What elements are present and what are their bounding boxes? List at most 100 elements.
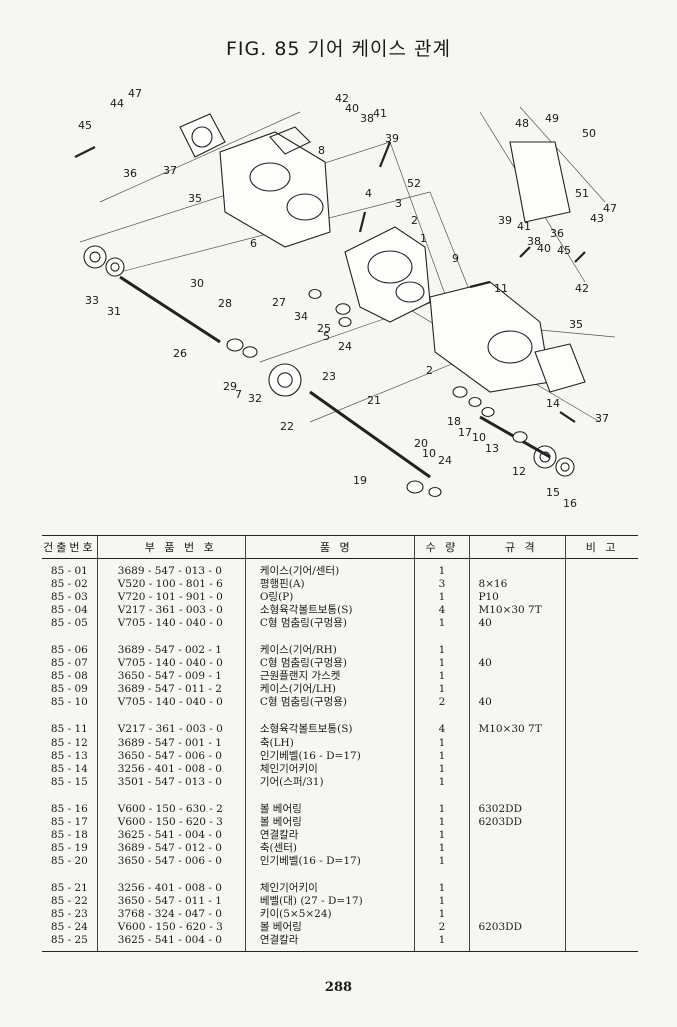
cell-number: 85 - 22 (50, 895, 88, 907)
cell-number: 85 - 10 (50, 696, 88, 709)
cell-part-name: 인기베벨(16 - D=17) (244, 749, 415, 763)
cell-quantity: 1 (413, 591, 470, 605)
cell-number: 85 - 21 (50, 881, 88, 894)
gear (105, 257, 125, 277)
cell-spec: 6302DD (469, 802, 566, 816)
part-callout: 22 (280, 420, 294, 433)
part-callout: 29 (223, 380, 237, 393)
part-callout: 3 (395, 197, 402, 210)
case-bore (487, 330, 533, 364)
part-callout: 37 (595, 412, 609, 425)
part-callout: 2 (426, 364, 433, 377)
bearing (226, 338, 244, 352)
cell-remarks (565, 854, 638, 868)
cell-quantity: 1 (413, 815, 470, 829)
part-callout: 8 (318, 144, 325, 157)
cell-quantity: 1 (413, 683, 470, 697)
part-callout: 16 (563, 497, 577, 510)
cell-spec (469, 881, 566, 895)
part-callout: 43 (590, 212, 604, 225)
cell-part-name: C형 멈춤링(구멍용) (244, 657, 415, 671)
part-callout: 33 (85, 294, 99, 307)
gear (83, 245, 107, 269)
cell-part-name: 볼 베어링 (244, 815, 415, 829)
cover-plate (179, 113, 226, 158)
bracket (509, 141, 571, 223)
cell-number: 85 - 11 (50, 723, 88, 736)
cell-part-name: 소형육각볼트보통(S) (244, 604, 415, 618)
cell-quantity: 1 (413, 749, 470, 763)
cell-quantity: 1 (413, 894, 470, 909)
cell-spec (469, 762, 566, 776)
gear-hub (110, 262, 120, 272)
cell-part-name: 볼 베어링 (244, 802, 415, 816)
cover-plate-right (534, 343, 586, 393)
cell-spec (469, 644, 566, 658)
row-gap (42, 630, 638, 645)
cell-quantity: 1 (413, 854, 470, 868)
cell-part-number: 3768 - 324 - 047 - 0 (96, 908, 246, 922)
cell-number: 85 - 13 (50, 749, 88, 762)
cell-remarks (565, 762, 638, 776)
cell-spec: 6203DD (469, 815, 566, 829)
bolt (559, 411, 576, 423)
phantom-line (519, 106, 606, 203)
part-callout: 42 (575, 282, 589, 295)
cell-remarks (565, 558, 638, 579)
cell-number: 85 - 07 (50, 657, 88, 670)
cell-part-number: 3689 - 547 - 001 - 1 (96, 736, 246, 750)
bearing (335, 303, 351, 315)
cell-number: 85 - 19 (50, 841, 88, 854)
part-callout: 32 (248, 392, 262, 405)
cell-spec: M10×30 7T (469, 723, 566, 737)
cell-quantity: 1 (413, 558, 470, 579)
bolt (358, 211, 367, 233)
part-callout: 5 (323, 330, 330, 343)
cell-spec (469, 775, 566, 789)
header-quantity: 수 량 (413, 535, 470, 559)
header-spec: 규 격 (469, 535, 566, 559)
part-callout: 35 (188, 192, 202, 205)
row-gap (42, 709, 638, 724)
case-rh (219, 131, 331, 248)
page-number: 288 (324, 980, 353, 995)
shaft (119, 275, 221, 344)
cell-part-number: V705 - 140 - 040 - 0 (96, 617, 246, 631)
cell-spec (469, 749, 566, 763)
cell-spec: M10×30 7T (469, 604, 566, 618)
cell-remarks (565, 644, 638, 658)
cell-spec (469, 894, 566, 909)
figure-title: FIG. 85 기어 케이스 관계 (226, 38, 451, 60)
part-callout: 41 (373, 107, 387, 120)
part-callout: 11 (494, 282, 508, 295)
cell-part-number: V520 - 100 - 801 - 6 (96, 578, 246, 592)
cell-number: 85 - 04 (50, 604, 88, 617)
cell-spec (469, 736, 566, 750)
cell-remarks (565, 894, 638, 909)
cell-part-number: V705 - 140 - 040 - 0 (96, 696, 246, 710)
part-callout: 13 (485, 442, 499, 455)
cell-remarks (565, 617, 638, 631)
bolt (378, 141, 392, 168)
bearing (452, 386, 468, 398)
part-callout: 36 (550, 227, 564, 240)
part-callout: 47 (128, 87, 142, 100)
cell-remarks (565, 815, 638, 829)
cell-part-name: C형 멈춤링(구멍용) (244, 696, 415, 710)
cell-quantity: 1 (413, 775, 470, 789)
cell-spec: P10 (469, 591, 566, 605)
cell-spec: 6203DD (469, 921, 566, 935)
header-part-name: 품 명 (244, 535, 415, 559)
cell-remarks (565, 881, 638, 895)
cell-part-name: 소형육각볼트보통(S) (244, 723, 415, 737)
